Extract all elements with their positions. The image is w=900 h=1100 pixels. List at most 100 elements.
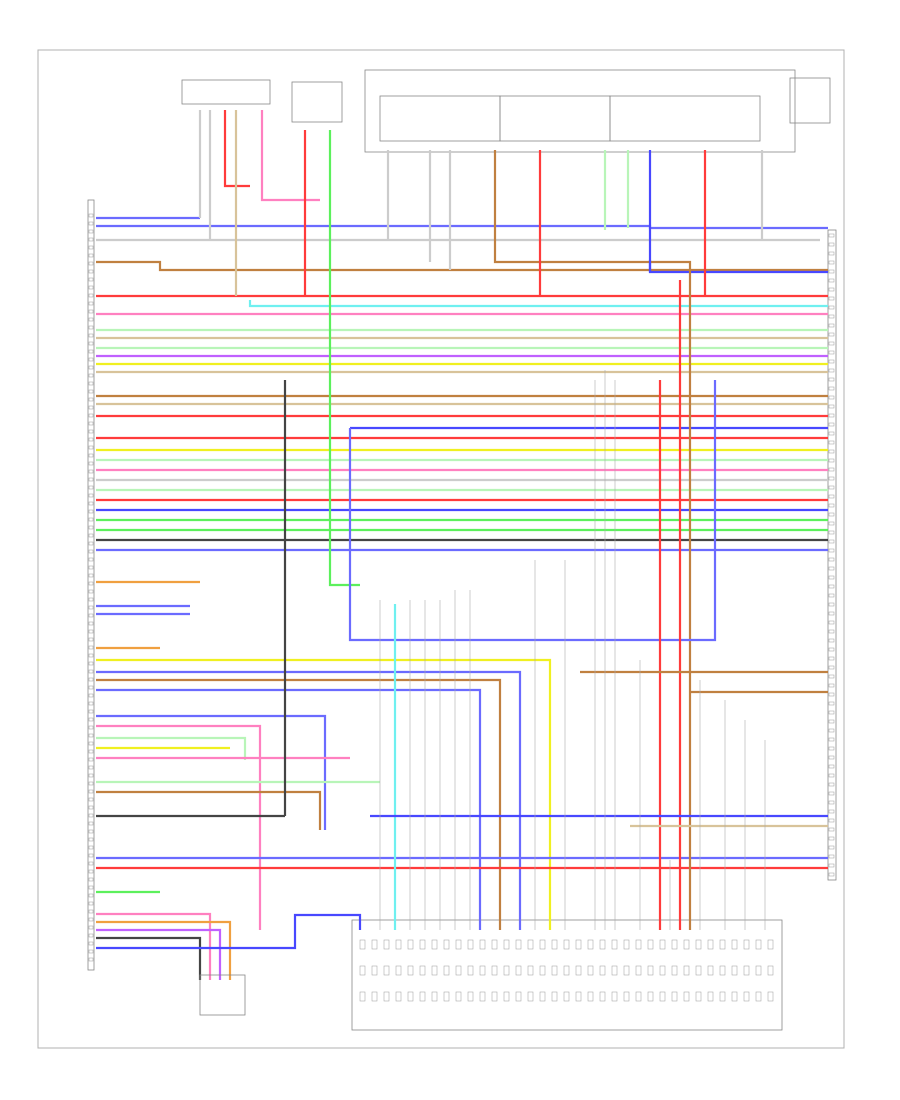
right-pin-39 [828, 584, 835, 589]
left-pin-51 [88, 621, 94, 626]
bottom-pin-16 [419, 965, 426, 976]
bottom-pin-3 [371, 939, 378, 950]
fuse-box-inner [379, 95, 501, 142]
right-pin-42 [828, 611, 835, 616]
bottom-pin-29 [467, 991, 474, 1002]
right-pin-5 [828, 278, 835, 283]
left-pin-9 [88, 285, 94, 290]
right-pin-45 [828, 638, 835, 643]
bottom-pin-33 [491, 939, 498, 950]
left-pin-18 [88, 357, 94, 362]
left-pin-57 [88, 669, 94, 674]
bottom-pin-53 [563, 991, 570, 1002]
right-pin-28 [828, 485, 835, 490]
right-pin-44 [828, 629, 835, 634]
bottom-pin-45 [539, 939, 546, 950]
left-pin-24 [88, 405, 94, 410]
bottom-pin-73 [647, 965, 654, 976]
top-components [181, 69, 831, 153]
bottom-pin-98 [743, 991, 750, 1002]
left-pin-85 [88, 893, 94, 898]
left-pin-87 [88, 909, 94, 914]
right-pin-1 [828, 242, 835, 247]
ecm-connector [87, 199, 95, 971]
right-pin-23 [828, 440, 835, 445]
wire-h-51 [96, 920, 232, 980]
bottom-pin-94 [731, 965, 738, 976]
right-pin-61 [828, 782, 835, 787]
bottom-pin-10 [395, 965, 402, 976]
right-pin-27 [828, 476, 835, 481]
right-pin-37 [828, 566, 835, 571]
bottom-pin-87 [707, 939, 714, 950]
bottom-pin-37 [503, 965, 510, 976]
right-pin-43 [828, 620, 835, 625]
bottom-pin-91 [719, 965, 726, 976]
right-pin-17 [828, 386, 835, 391]
bottom-pin-22 [443, 965, 450, 976]
left-pin-54 [88, 645, 94, 650]
right-pin-2 [828, 251, 835, 256]
left-pin-72 [88, 789, 94, 794]
left-pin-14 [88, 325, 94, 330]
wire-h-38 [96, 688, 482, 930]
right-pin-69 [828, 854, 835, 859]
left-pin-71 [88, 781, 94, 786]
bottom-pin-24 [455, 939, 462, 950]
bottom-pin-1 [359, 965, 366, 976]
right-pin-13 [828, 350, 835, 355]
bottom-pin-58 [587, 965, 594, 976]
right-pin-41 [828, 602, 835, 607]
left-pin-39 [88, 525, 94, 530]
left-pin-30 [88, 453, 94, 458]
left-pin-88 [88, 917, 94, 922]
right-pin-35 [828, 548, 835, 553]
bottom-pin-4 [371, 965, 378, 976]
bottom-pin-2 [359, 991, 366, 1002]
bottom-pin-74 [647, 991, 654, 1002]
bottom-pin-80 [671, 991, 678, 1002]
right-pin-70 [828, 863, 835, 868]
left-pin-35 [88, 493, 94, 498]
left-pin-43 [88, 557, 94, 562]
bottom-pin-23 [443, 991, 450, 1002]
right-pin-55 [828, 728, 835, 733]
bottom-left-connector-outline [199, 974, 246, 1016]
left-pin-33 [88, 477, 94, 482]
left-pin-5 [88, 253, 94, 258]
right-pin-markers [828, 233, 835, 877]
bottom-pin-103 [767, 965, 774, 976]
right-pin-30 [828, 503, 835, 508]
bottom-pin-13 [407, 965, 414, 976]
left-pin-4 [88, 245, 94, 250]
bottom-pin-54 [575, 939, 582, 950]
wire-v-11 [493, 150, 692, 930]
bottom-pin-70 [635, 965, 642, 976]
bottom-pin-14 [407, 991, 414, 1002]
left-pin-49 [88, 605, 94, 610]
left-pin-91 [88, 941, 94, 946]
left-pin-12 [88, 309, 94, 314]
wire-v-03 [223, 110, 250, 188]
right-pin-57 [828, 746, 835, 751]
right-pin-20 [828, 413, 835, 418]
wire-h-36 [96, 670, 522, 930]
right-pin-48 [828, 665, 835, 670]
left-pin-53 [88, 637, 94, 642]
bottom-pin-81 [683, 939, 690, 950]
wire-h-53 [96, 936, 202, 980]
right-pin-12 [828, 341, 835, 346]
left-pin-52 [88, 629, 94, 634]
right-pin-10 [828, 323, 835, 328]
bottom-pin-61 [599, 965, 606, 976]
left-pin-68 [88, 757, 94, 762]
bottom-pin-69 [635, 939, 642, 950]
left-pin-76 [88, 821, 94, 826]
right-pin-40 [828, 593, 835, 598]
bottom-pin-66 [623, 939, 630, 950]
left-pin-83 [88, 877, 94, 882]
bottom-pin-78 [671, 939, 678, 950]
left-pin-77 [88, 829, 94, 834]
bottom-pin-100 [755, 965, 762, 976]
left-pin-92 [88, 949, 94, 954]
